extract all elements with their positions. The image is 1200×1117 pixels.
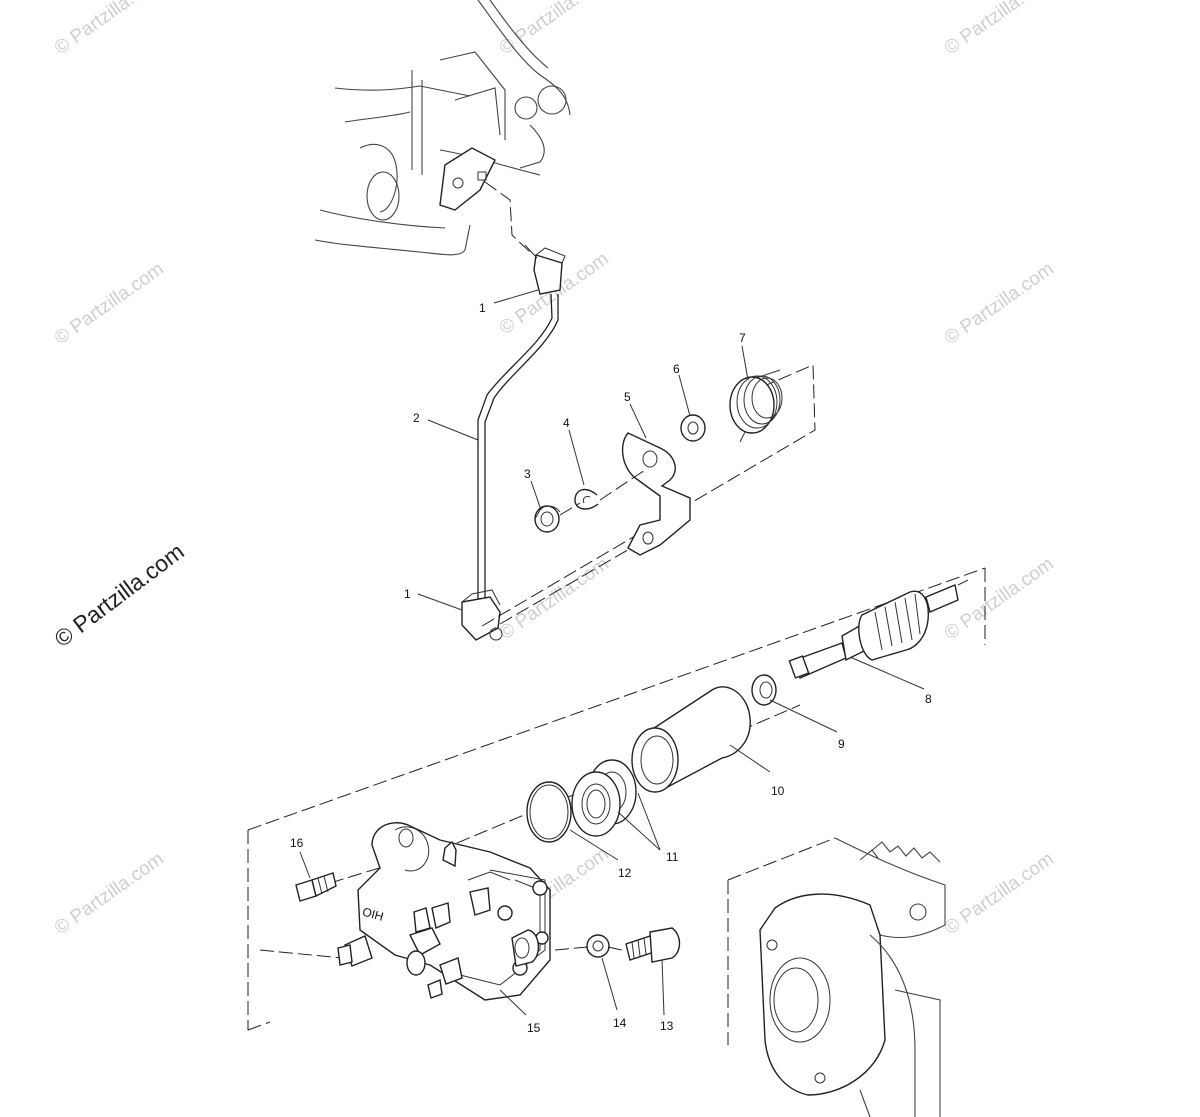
label-part-3: 3 — [524, 467, 531, 481]
label-part-2: 2 — [413, 411, 420, 425]
crankcase-housing-bottom — [727, 837, 946, 1117]
plug-screw-part-13 — [554, 927, 681, 963]
circlip-part-4 — [574, 488, 599, 510]
label-part-15: 15 — [527, 1021, 541, 1035]
engine-housing-top — [314, 0, 571, 256]
watermark-primary: © Partzilla.com — [49, 538, 188, 652]
bracket-group-3-to-7 — [481, 364, 816, 627]
label-part-1-top: 1 — [479, 301, 486, 315]
watermark: © Partzilla.com — [51, 848, 168, 939]
o-ring-part-12 — [526, 781, 572, 843]
washer-part-14 — [586, 934, 610, 958]
label-part-5: 5 — [624, 390, 631, 404]
label-part-9: 9 — [838, 737, 845, 751]
pump-marking: OIH — [361, 905, 385, 924]
bolt-part-16 — [295, 872, 337, 902]
washer-part-9 — [751, 674, 777, 706]
label-part-8: 8 — [925, 692, 932, 706]
watermark: © Partzilla.com — [496, 0, 613, 59]
part-number-labels: 1 1 2 3 4 5 6 7 8 9 10 11 12 13 14 15 16 — [290, 301, 932, 1035]
oil-seals-part-11 — [571, 759, 637, 837]
label-part-12: 12 — [618, 866, 632, 880]
choke-linkage-assembly — [461, 181, 646, 641]
washer-part-6 — [680, 414, 706, 442]
watermark: © Partzilla.com — [51, 0, 168, 59]
bushing-part-3 — [534, 505, 561, 533]
watermark: © Partzilla.com — [941, 258, 1058, 349]
label-part-4: 4 — [563, 416, 570, 430]
sleeve-part-10 — [631, 686, 751, 793]
label-part-7: 7 — [739, 331, 746, 345]
leader-lines — [299, 289, 925, 1016]
label-part-14: 14 — [613, 1016, 627, 1030]
label-part-11: 11 — [666, 850, 679, 864]
torsion-spring-part-7 — [729, 369, 783, 443]
label-part-1-bottom: 1 — [404, 587, 411, 601]
label-part-10: 10 — [771, 784, 785, 798]
oil-pump-part-15: OIH — [337, 822, 551, 1001]
watermark: © Partzilla.com — [941, 848, 1058, 939]
watermark: © Partzilla.com — [496, 553, 613, 644]
label-part-16: 16 — [290, 836, 304, 850]
drive-gear-shaft-part-8 — [788, 579, 969, 679]
bracket-part-5 — [621, 432, 691, 556]
label-part-13: 13 — [660, 1019, 674, 1033]
watermark: © Partzilla.com — [941, 0, 1058, 59]
watermark: © Partzilla.com — [51, 258, 168, 349]
label-part-6: 6 — [673, 362, 680, 376]
